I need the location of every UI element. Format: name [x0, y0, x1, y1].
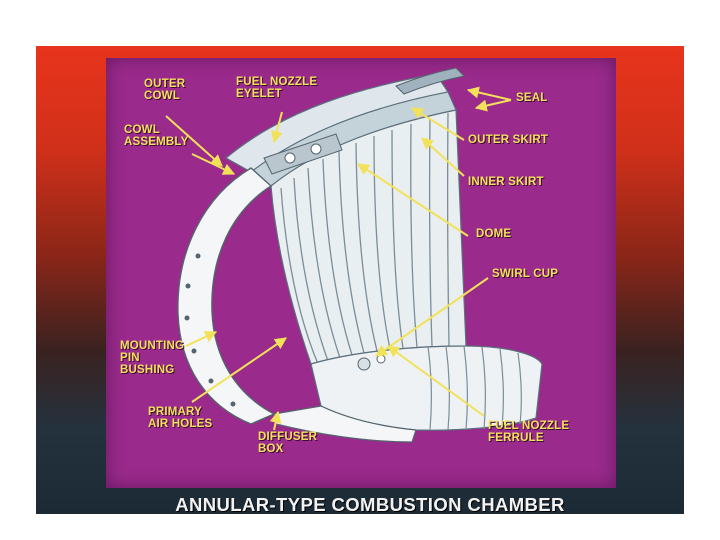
arrow-inner-skirt — [421, 137, 465, 177]
seal-strip — [395, 67, 466, 95]
label-inner-skirt: INNER SKIRT — [468, 176, 544, 188]
outer-cowl — [177, 167, 276, 425]
label-dome: DOME — [476, 228, 512, 240]
label-outer-skirt: OUTER SKIRT — [468, 134, 549, 146]
arrow-seal-b — [474, 99, 512, 112]
arrow-swirl-cup — [375, 277, 489, 357]
diffuser-box — [273, 405, 417, 443]
ferrule-detail — [376, 354, 386, 364]
combustion-chamber-diagram — [165, 67, 543, 443]
arrow-outer-skirt — [410, 107, 465, 141]
dome-detail — [263, 133, 343, 175]
arrow-outer-cowl — [165, 115, 223, 167]
arrow-fuel-nozzle-ferrule — [387, 345, 485, 417]
eyelet-ring — [310, 143, 322, 155]
arrow-cowl-assembly — [191, 153, 236, 175]
arrow-dome — [356, 163, 469, 237]
arrow-mounting-pin-bushing — [185, 331, 218, 347]
arrow-fuel-nozzle-eyelet — [270, 111, 283, 144]
swirl-cup-detail — [357, 357, 371, 371]
liner-ribs — [280, 112, 450, 365]
mounting-pin-bushings — [184, 253, 236, 407]
leader-lines — [165, 86, 512, 431]
slide-title: ANNULAR-TYPE COMBUSTION CHAMBER — [175, 494, 565, 514]
label-seal: SEAL — [516, 92, 548, 104]
label-swirl-cup: SWIRL CUP — [492, 268, 559, 280]
arrow-primary-air-holes — [191, 337, 287, 403]
arrow-diffuser-box — [269, 410, 282, 431]
eyelet-ring — [284, 152, 296, 164]
arrow-seal-a — [466, 86, 512, 101]
